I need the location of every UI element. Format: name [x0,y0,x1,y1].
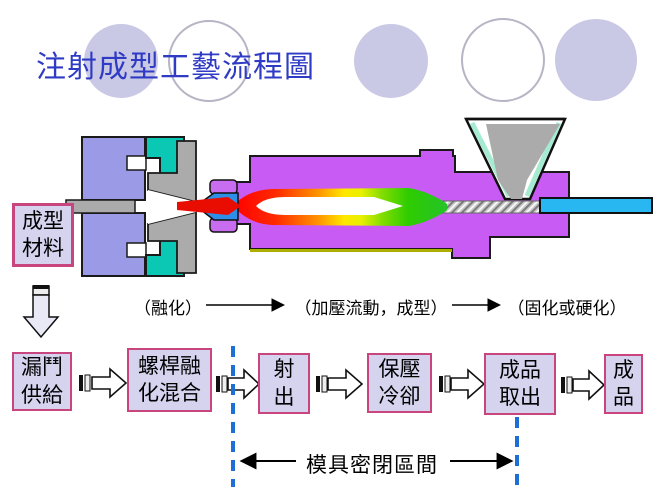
mold-clamp-unit [65,136,197,277]
hopper [464,117,567,201]
material-label-line2: 材料 [22,236,64,260]
flow-step-line: 成品 [499,357,541,382]
piston-rod [539,197,653,214]
stage-label-solidify: （固化或硬化） [507,299,627,318]
screw-section [437,200,546,214]
flow-arrows [79,367,606,401]
decor-circle-outline [168,20,250,102]
decor-circle-filled [84,24,158,98]
flow-arrow [439,368,486,400]
flow-step-product: 成 品 [604,354,643,414]
injection-molding-machine [65,117,653,277]
stage-label-pressurized-flow: （加壓流動，成型） [294,299,448,318]
flow-step-screw-melt-mix: 螺桿融 化混合 [127,348,212,412]
material-label-box: 成型 材料 [12,203,74,267]
melt-core [256,197,403,215]
flow-step-line: 射 [273,357,295,382]
nozzle [177,179,241,233]
flow-arrow [316,368,364,400]
flow-step-line: 保壓 [378,356,421,381]
flow-step-hold-cool: 保壓 冷卻 [367,353,432,413]
mold-sprue-gap [148,190,196,224]
barrel-base-line [250,249,452,252]
flow-step-line: 成 [613,357,634,382]
flow-step-line: 冷卻 [378,384,421,408]
flow-step-line: 螺桿融 [138,353,201,378]
material-down-arrow [22,285,60,339]
flow-step-line: 化混合 [138,381,201,405]
flow-step-hopper-feed: 漏鬥 供給 [12,352,72,411]
mold-closed-section-label: 模具密閉區間 [306,453,438,477]
flow-step-line: 漏鬥 [21,355,63,380]
material-label-line1: 成型 [22,209,64,234]
melt-feed-line [177,197,241,215]
flow-arrow [216,368,261,400]
decor-circle-outline [461,18,545,102]
hopper-material [486,124,560,199]
stage-label-melting: （融化） [134,299,202,318]
decor-circles [84,18,637,102]
flow-step-line: 出 [273,384,295,409]
slide-title: 注射成型工藝流程圖 [36,51,315,84]
flow-step-line: 供給 [21,382,63,407]
flow-step-eject-product: 成品 取出 [484,353,556,415]
flow-arrow [79,367,128,399]
flow-step-line: 取出 [499,385,541,409]
mold-section-boundaries [231,346,519,487]
flow-arrow [561,369,606,401]
mold-plate [65,199,136,214]
decor-circle-filled [555,19,637,101]
flow-step-injection: 射 出 [258,353,310,414]
flow-step-line: 品 [613,385,634,409]
decor-circle-filled [354,24,428,98]
